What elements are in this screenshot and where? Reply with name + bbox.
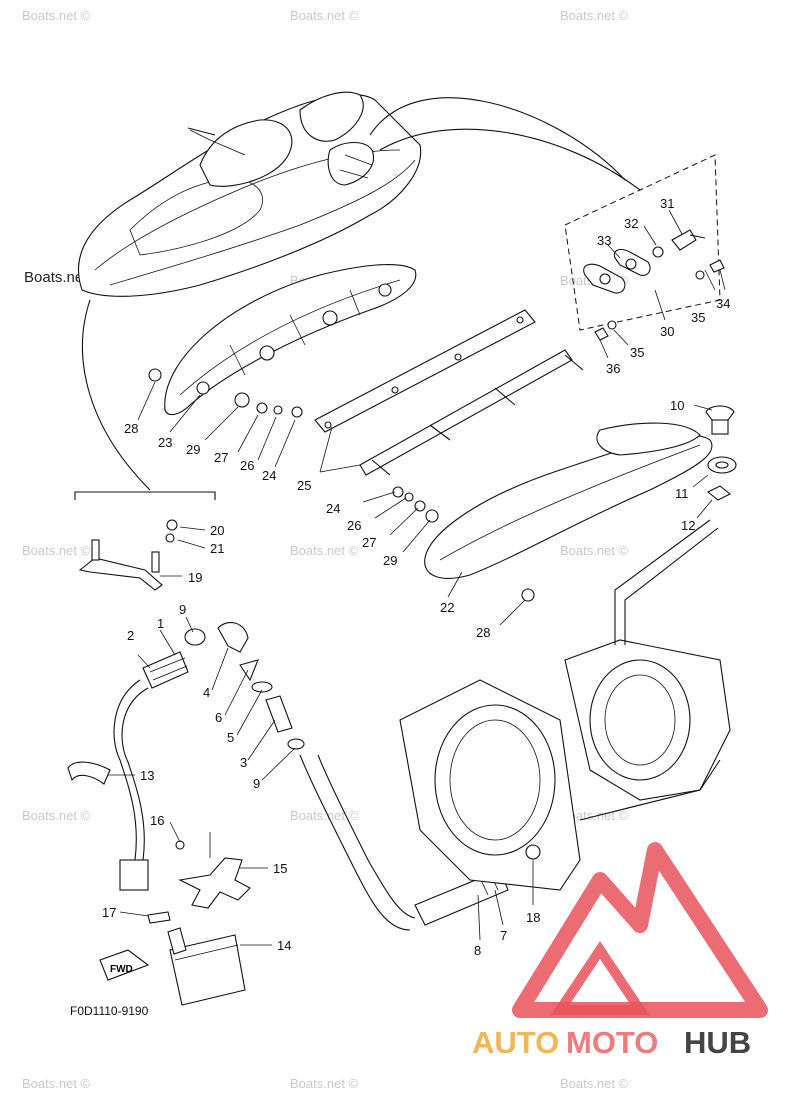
callout-5: 5 (227, 730, 234, 745)
callout-30: 30 (660, 324, 674, 339)
watercraft-illustration (78, 91, 422, 297)
callout-2: 2 (127, 628, 134, 643)
intake-grill-23 (164, 264, 417, 416)
detail-box (564, 154, 721, 331)
callout-9b: 9 (253, 776, 260, 791)
callout-12: 12 (681, 518, 695, 533)
callout-24b: 24 (326, 501, 340, 516)
callout-27b: 27 (362, 535, 376, 550)
callout-20: 20 (210, 523, 224, 538)
bracket-25 (314, 309, 584, 476)
callout-31: 31 (660, 196, 674, 211)
callout-28b: 28 (476, 625, 490, 640)
leader-line (81, 299, 151, 491)
watermark: Boats.net © (22, 1076, 91, 1091)
watermark: Boats.net © (290, 8, 359, 23)
intake-grill-22 (424, 422, 713, 579)
callout-32: 32 (624, 216, 638, 231)
watermark: Boats.net © (560, 1076, 629, 1091)
logo-moto-text: MOTO (566, 1025, 658, 1060)
callout-7: 7 (500, 928, 507, 943)
callout-leaders (108, 209, 726, 946)
callout-27: 27 (214, 450, 228, 465)
small-parts-10-12 (705, 405, 737, 501)
logo-auto-text: AUTO (472, 1025, 559, 1060)
callout-22: 22 (440, 600, 454, 615)
callout-3: 3 (240, 755, 247, 770)
leader-line (379, 128, 641, 191)
callout-16: 16 (150, 813, 164, 828)
callout-35: 35 (691, 310, 705, 325)
watermark: Boats.net © (290, 1076, 359, 1091)
corner-watermark: Boats.net (24, 269, 88, 286)
callout-28: 28 (124, 421, 138, 436)
fwd-label: FWD (110, 964, 133, 975)
automotohub-logo: AUTO MOTO HUB (472, 842, 768, 1060)
callout-24: 24 (262, 468, 276, 483)
callout-1: 1 (157, 616, 164, 631)
hoses-and-fittings (67, 622, 509, 931)
watermark: Boats.net © (560, 8, 629, 23)
callout-29: 29 (186, 442, 200, 457)
callout-26b: 26 (347, 518, 361, 533)
callout-21: 21 (210, 541, 224, 556)
callout-19: 19 (188, 570, 202, 585)
jet-pump-housing (399, 519, 731, 891)
callout-35b: 35 (630, 345, 644, 360)
callout-17: 17 (102, 905, 116, 920)
diagram-code: F0D1110-9190 (70, 1004, 149, 1018)
small-parts-30-36 (583, 229, 725, 341)
callout-25: 25 (297, 478, 311, 493)
callout-15: 15 (273, 861, 287, 876)
callout-11: 11 (675, 486, 689, 501)
callout-8: 8 (474, 943, 481, 958)
callout-10: 10 (670, 398, 684, 413)
bracket-19 (78, 519, 178, 591)
callout-14: 14 (277, 938, 291, 953)
watermark: Boats.net © (22, 543, 91, 558)
callout-36: 36 (606, 361, 620, 376)
callout-13: 13 (140, 768, 154, 783)
watermark: Boats.net © (290, 808, 359, 823)
watermark: Boats.net © (22, 808, 91, 823)
callout-9: 9 (179, 602, 186, 617)
inset-bracket (74, 491, 216, 500)
callout-26: 26 (240, 458, 254, 473)
callout-18: 18 (526, 910, 540, 925)
callout-33: 33 (597, 233, 611, 248)
callout-29b: 29 (383, 553, 397, 568)
callout-4: 4 (203, 685, 210, 700)
watermark: Boats.net © (22, 8, 91, 23)
callout-34: 34 (716, 296, 730, 311)
logo-hub-text: HUB (684, 1025, 751, 1060)
callout-6: 6 (215, 710, 222, 725)
callout-labels: 1 2 3 4 5 6 7 8 9 9 10 11 12 13 14 15 16… (102, 196, 730, 958)
leader-line (369, 97, 626, 181)
watermark: Boats.net © (290, 543, 359, 558)
callout-23: 23 (158, 435, 172, 450)
bracket-15-and-module-14 (99, 832, 251, 1006)
watermark: Boats.net © (560, 543, 629, 558)
